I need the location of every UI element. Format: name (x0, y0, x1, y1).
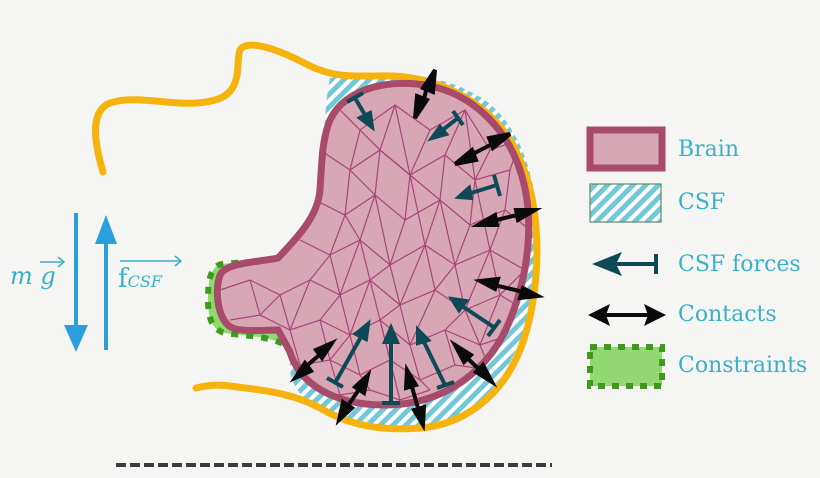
buoyancy-arrow-icon (95, 215, 117, 350)
csf-force-arrow-icon (454, 174, 502, 201)
legend-swatches (586, 126, 666, 389)
gravity-g-symbol: g (40, 262, 56, 290)
double-arrow-icon (403, 363, 427, 432)
double-arrow-icon (413, 68, 437, 120)
csf-force-label: fCSF (118, 264, 162, 294)
legend-label-constraints: Constraints (678, 353, 808, 378)
double-arrow-icon (453, 132, 512, 166)
csf-force-symbol: f (118, 264, 128, 294)
legend-label-contacts: Contacts (678, 302, 777, 327)
csf-force-arrow-icon (326, 319, 371, 389)
constraint-swatch-icon (587, 344, 665, 389)
double-arrow-icon (289, 338, 338, 383)
gravity-label: m g (10, 262, 56, 290)
double-arrow-icon (588, 304, 666, 326)
double-arrow-icon (335, 369, 372, 426)
legend-label-csf: CSF (678, 190, 726, 215)
brain-swatch-icon (586, 126, 666, 172)
csf-force-arrow-icon (346, 91, 375, 132)
csf-force-arrow-icon (426, 109, 465, 142)
legend-label-csf-forces: CSF forces (678, 252, 801, 277)
brain-shape (217, 83, 529, 406)
csf-force-arrow-icon (381, 322, 401, 405)
double-arrow-icon (470, 208, 543, 227)
csf-hatch-icon (589, 183, 662, 223)
brain-border (213, 79, 533, 409)
csf-force-arrow-icon (416, 325, 455, 390)
csf-force-arrow-icon (447, 296, 502, 338)
gravity-arrow-icon (64, 213, 88, 352)
double-arrow-icon (473, 276, 545, 301)
legend-label-brain: Brain (678, 137, 740, 162)
csf-force-arrows (326, 91, 502, 405)
csf-force-arrow-icon (592, 252, 658, 276)
csf-force-subscript: CSF (127, 272, 162, 291)
double-arrow-icon (449, 339, 498, 388)
vector-arrow-marks (40, 255, 183, 268)
contact-arrows (289, 68, 545, 432)
gravity-mass-symbol: m (10, 262, 33, 290)
